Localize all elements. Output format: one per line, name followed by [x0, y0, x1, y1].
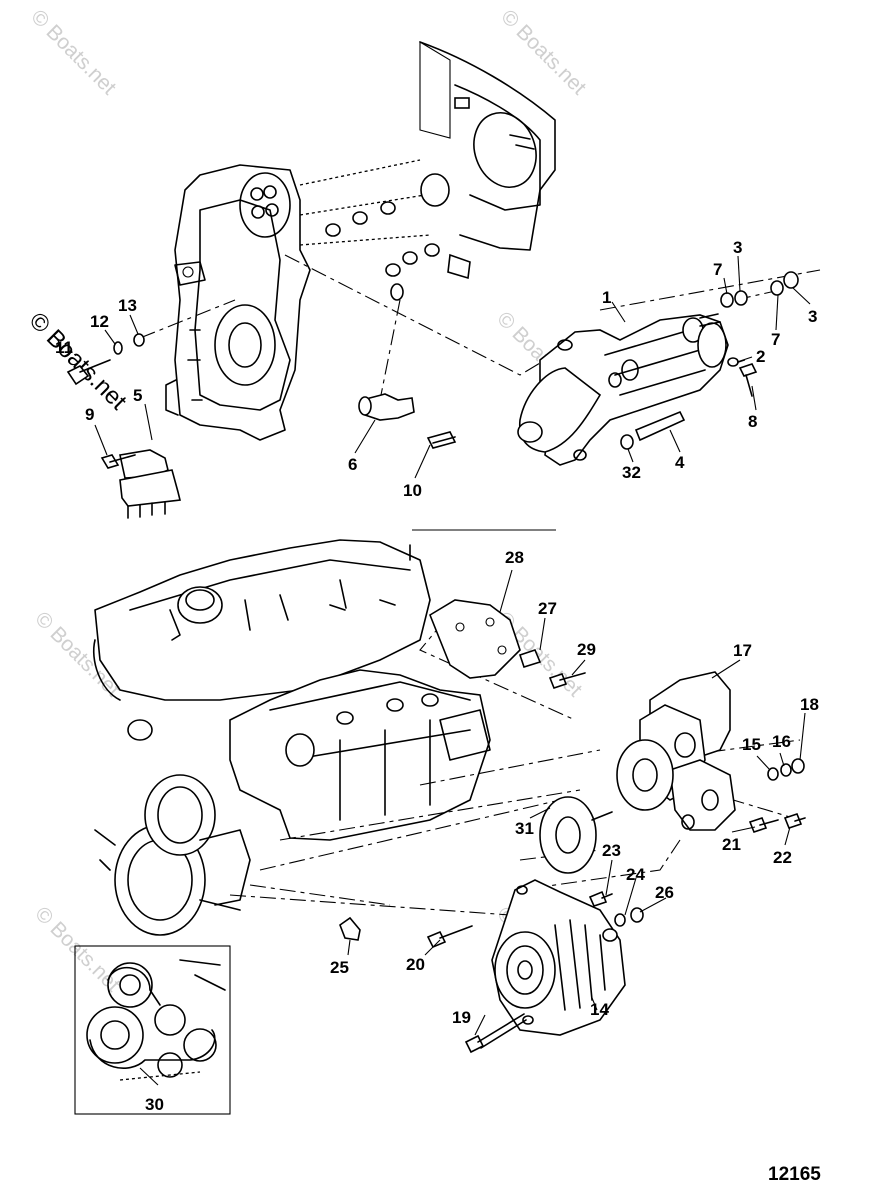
- callout-numbers: 1 2 3 3 4 5 6 7 7 8 9 10 11 12 13 14 15 …: [55, 238, 819, 1114]
- callout-1: 1: [602, 288, 611, 307]
- callout-23: 23: [602, 841, 621, 860]
- starter-fasteners: [720, 271, 799, 397]
- callout-32: 32: [622, 463, 641, 482]
- callout-3b: 3: [808, 307, 817, 326]
- callout-15: 15: [742, 735, 761, 754]
- callout-10: 10: [403, 481, 422, 500]
- callout-7b: 7: [771, 330, 780, 349]
- callout-22: 22: [773, 848, 792, 867]
- callout-20: 20: [406, 955, 425, 974]
- part-14-alternator: [491, 879, 626, 1036]
- callout-2: 2: [756, 347, 765, 366]
- callout-30: 30: [145, 1095, 164, 1114]
- watermark-dark: © Boats.net: [24, 307, 132, 415]
- callout-12: 12: [90, 312, 109, 331]
- callout-25: 25: [330, 958, 349, 977]
- callout-13: 13: [118, 296, 137, 315]
- callout-leaders: [94, 255, 811, 1086]
- part-12-13-fasteners: [66, 333, 145, 386]
- part-30-belt-inset: [74, 945, 231, 1115]
- part-6-sensor: [358, 393, 457, 449]
- part-31-idler-pulley: [539, 739, 674, 874]
- callout-14: 14: [590, 1000, 609, 1019]
- part-5-relay: [100, 449, 181, 519]
- callout-9: 9: [85, 405, 94, 424]
- engine-block-upper: [165, 41, 556, 441]
- callout-18: 18: [800, 695, 819, 714]
- callout-4: 4: [675, 453, 685, 472]
- callout-5: 5: [133, 386, 142, 405]
- watermark-bottom-left: © Boats.net: [30, 902, 124, 996]
- part-4-terminal: [620, 410, 686, 450]
- engine-head-lower: [93, 539, 491, 936]
- watermark-mid-left: © Boats.net: [30, 607, 124, 701]
- watermarks: © Boats.net © Boats.net © Boats.net © Bo…: [24, 5, 591, 996]
- callout-11: 11: [55, 338, 73, 357]
- leader-lines-lower: [229, 619, 801, 916]
- callout-24: 24: [626, 865, 645, 884]
- callout-6: 6: [348, 455, 357, 474]
- callout-27: 27: [538, 599, 557, 618]
- callout-3a: 3: [733, 238, 742, 257]
- part-25-key: [339, 916, 361, 941]
- watermark-top-left: © Boats.net: [26, 5, 120, 99]
- callout-29: 29: [577, 640, 596, 659]
- watermark-top-right: © Boats.net: [496, 5, 590, 99]
- callout-31: 31: [515, 819, 534, 838]
- part-28-bracket: [429, 599, 586, 689]
- part-1-starter-motor: [517, 313, 729, 466]
- callout-28: 28: [505, 548, 524, 567]
- callout-19: 19: [452, 1008, 471, 1027]
- callout-16: 16: [772, 732, 791, 751]
- block-bolts: [325, 173, 471, 301]
- callout-17: 17: [733, 641, 752, 660]
- part-17-pump: [639, 671, 806, 833]
- callout-7a: 7: [713, 260, 722, 279]
- figure-number: 12165: [768, 1164, 821, 1185]
- alternator-fasteners: [426, 890, 644, 1054]
- callout-21: 21: [722, 835, 741, 854]
- callout-8: 8: [748, 412, 757, 431]
- callout-26: 26: [655, 883, 674, 902]
